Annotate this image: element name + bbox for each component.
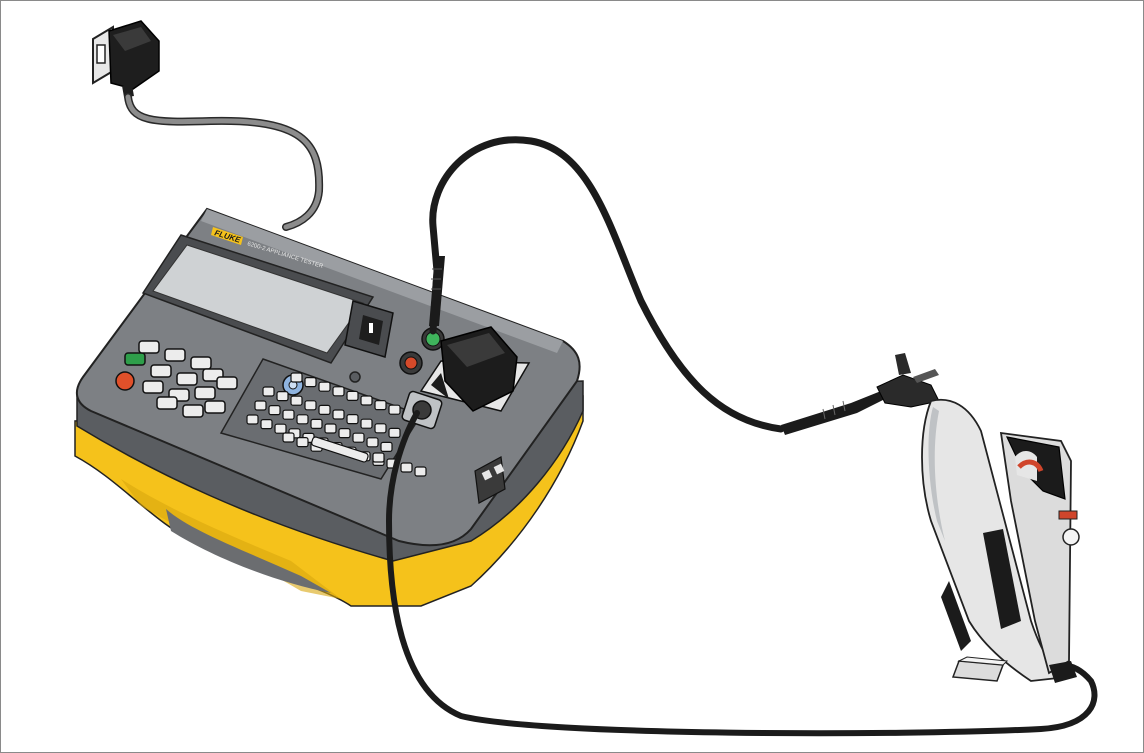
stop-button[interactable] (116, 372, 134, 390)
steam-button (1059, 511, 1077, 519)
steam-iron (922, 400, 1079, 683)
keyboard-key[interactable] (311, 419, 322, 428)
keyboard-key[interactable] (381, 442, 392, 451)
function-key[interactable] (177, 373, 197, 385)
keyboard-key[interactable] (401, 463, 412, 472)
keyboard-key[interactable] (283, 410, 294, 419)
keyboard-key[interactable] (353, 433, 364, 442)
test-probe (781, 353, 939, 435)
keyboard-key[interactable] (361, 419, 372, 428)
keyboard-key[interactable] (367, 438, 378, 447)
keyboard-key[interactable] (297, 438, 308, 447)
keyboard-key[interactable] (275, 424, 286, 433)
keyboard-key[interactable] (319, 382, 330, 391)
function-key[interactable] (191, 357, 211, 369)
temperature-dial (1063, 529, 1079, 545)
function-key[interactable] (205, 401, 225, 413)
keyboard-key[interactable] (375, 401, 386, 410)
keyboard-key[interactable] (347, 391, 358, 400)
mains-plug (109, 21, 159, 98)
appliance-tester: FLUKE 6200-2 APPLIANCE TESTER (75, 209, 583, 606)
keyboard-key[interactable] (283, 433, 294, 442)
function-key[interactable] (183, 405, 203, 417)
keyboard-key[interactable] (319, 405, 330, 414)
keyboard-key[interactable] (305, 378, 316, 387)
function-key[interactable] (139, 341, 159, 353)
keyboard-key[interactable] (261, 420, 272, 429)
function-key[interactable] (151, 365, 171, 377)
keyboard-key[interactable] (297, 415, 308, 424)
keyboard-key[interactable] (305, 401, 316, 410)
keyboard-key[interactable] (325, 424, 336, 433)
function-key[interactable] (195, 387, 215, 399)
keyboard-key[interactable] (361, 396, 372, 405)
keyboard-key[interactable] (389, 428, 400, 437)
keyboard-key[interactable] (269, 406, 280, 415)
keyboard-key[interactable] (347, 415, 358, 424)
mains-cable (128, 97, 319, 227)
keyboard-key[interactable] (389, 405, 400, 414)
keyboard-key[interactable] (263, 387, 274, 396)
keyboard-key[interactable] (415, 467, 426, 476)
keyboard-key[interactable] (375, 424, 386, 433)
function-key[interactable] (217, 377, 237, 389)
keyboard-key[interactable] (333, 387, 344, 396)
keyboard-key[interactable] (247, 415, 258, 424)
indicator-led (350, 372, 360, 382)
function-key[interactable] (165, 349, 185, 361)
keyboard-key[interactable] (277, 392, 288, 401)
keyboard-key[interactable] (373, 453, 384, 462)
keyboard-key[interactable] (291, 373, 302, 382)
function-key[interactable] (157, 397, 177, 409)
keyboard-key[interactable] (333, 410, 344, 419)
test-socket-earth-bond (400, 352, 422, 374)
keyboard-key[interactable] (339, 429, 350, 438)
function-key[interactable] (143, 381, 163, 393)
start-button[interactable] (125, 353, 145, 365)
keyboard-key[interactable] (291, 396, 302, 405)
keyboard-key[interactable] (255, 401, 266, 410)
